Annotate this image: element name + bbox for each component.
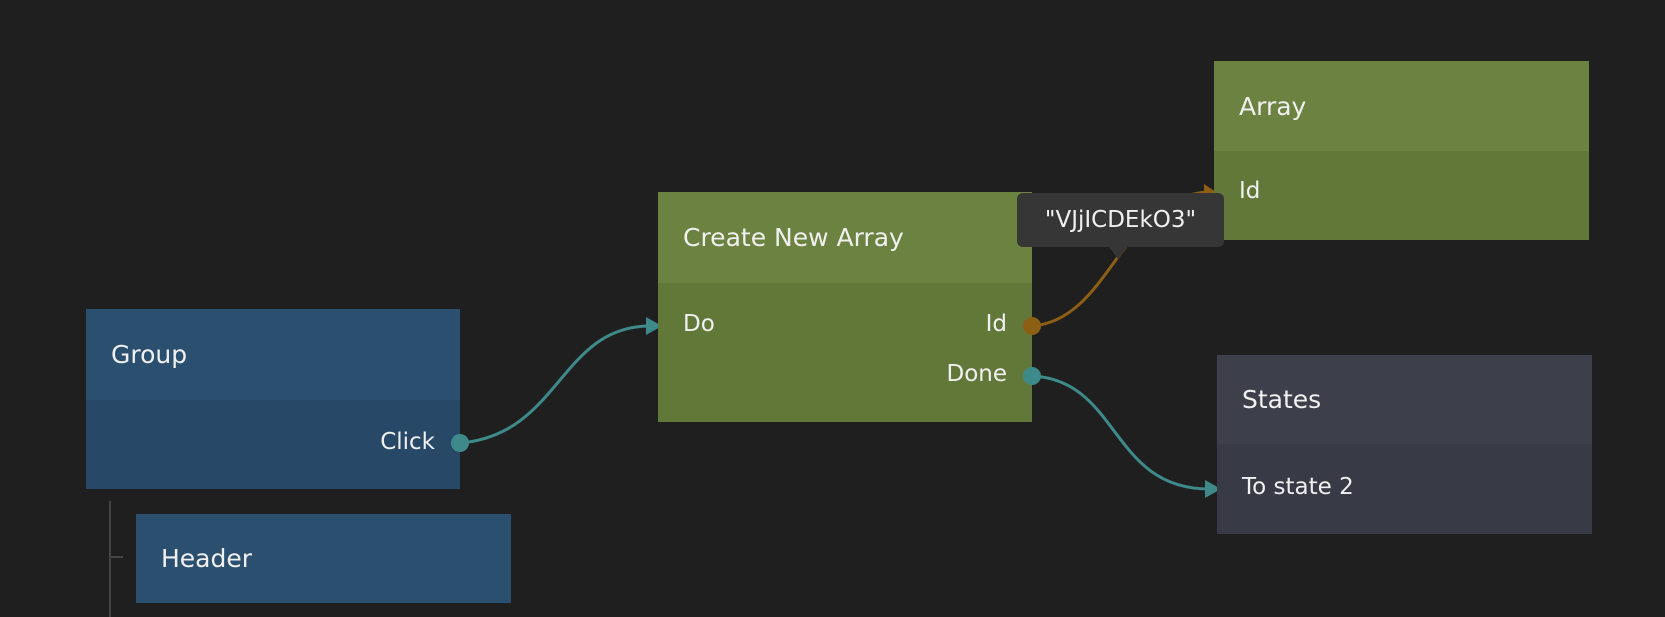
port-click[interactable]: Click bbox=[380, 429, 435, 455]
node-title: States bbox=[1217, 355, 1592, 444]
node-title: Array bbox=[1214, 61, 1589, 151]
states-node[interactable]: States To state 2 bbox=[1217, 355, 1592, 534]
port-done[interactable]: Done bbox=[946, 361, 1007, 387]
port-to-state-2[interactable]: To state 2 bbox=[1242, 474, 1354, 500]
value-tooltip: "VJjICDEkO3" bbox=[1017, 193, 1224, 259]
wire-done-to-state[interactable] bbox=[1031, 374, 1210, 491]
group-node[interactable]: Group Click bbox=[86, 309, 460, 489]
array-node[interactable]: Array Id bbox=[1214, 61, 1589, 240]
node-title: Create New Array bbox=[658, 192, 1032, 283]
tooltip-value: "VJjICDEkO3" bbox=[1044, 207, 1197, 233]
port-id[interactable]: Id bbox=[985, 311, 1007, 337]
wire-click-to-do[interactable] bbox=[459, 324, 651, 445]
node-title: Group bbox=[86, 309, 460, 400]
header-node[interactable]: Header bbox=[136, 514, 511, 603]
to-state-arrow-icon bbox=[1205, 480, 1221, 498]
create-new-array-node[interactable]: Create New Array Do Id Done bbox=[658, 192, 1032, 422]
port-id[interactable]: Id bbox=[1239, 178, 1261, 204]
port-do[interactable]: Do bbox=[683, 311, 715, 337]
do-arrow-icon bbox=[646, 317, 662, 335]
node-title: Header bbox=[161, 544, 253, 573]
